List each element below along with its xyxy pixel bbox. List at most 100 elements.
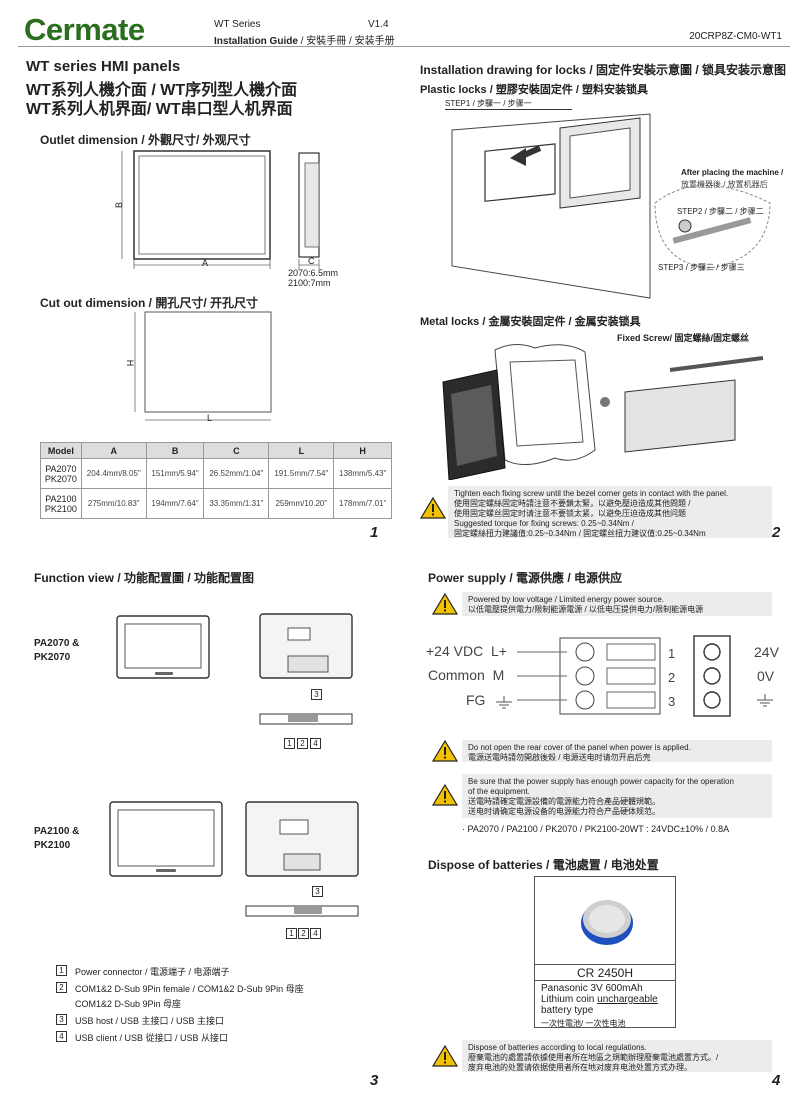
table-cell: PA2070 PK2070 <box>40 458 82 489</box>
p1-title-en: WT series HMI panels <box>26 58 181 75</box>
model-label-2070a: PA2070 & <box>34 638 80 649</box>
dim-l-label: L <box>207 413 213 423</box>
table-cell: PA2100 PK2100 <box>40 488 82 519</box>
capacity-warning: Be sure that the power supply has enough… <box>462 774 772 818</box>
brand-logo: Cermate <box>24 12 145 47</box>
legend-num: 3 <box>56 1014 67 1025</box>
battery-coin-icon <box>581 900 633 945</box>
terminal-block-drawing <box>693 635 731 717</box>
model-label-2070b: PK2070 <box>34 652 71 663</box>
header-series: WT Series <box>214 19 261 30</box>
outlet-heading: Outlet dimension / 外觀尺寸/ 外观尺寸 <box>40 133 251 147</box>
step3-label: STEP3 / 步驟三 / 步骤三 <box>658 263 745 272</box>
th-h: H <box>333 442 392 459</box>
power-warning-line: 以低電壓提供電力/限制能源電源 / 以低电压提供电力/限制能源电源 <box>468 605 704 614</box>
pin-3: 3 <box>668 694 676 709</box>
model-label-2100b: PK2100 <box>34 840 71 851</box>
header-version: V1.4 <box>368 19 389 30</box>
p1-title-tc: WT系列人機介面 / WT序列型人機介面 <box>26 82 298 99</box>
table-cell: 151mm/5.94" <box>145 458 205 489</box>
torque-warning-line: Suggested torque for fixing screws: 0.25… <box>454 519 634 528</box>
legend-text: COM1&2 D-Sub 9Pin female / COM1&2 D-Sub … <box>75 984 304 994</box>
torque-warning: Tighten each fixing screw until the beze… <box>448 486 772 538</box>
legend-text: USB client / USB 從接口 / USB 从接口 <box>75 1033 229 1043</box>
power-spec: · PA2070 / PA2100 / PK2070 / PK2100-20WT… <box>462 824 730 834</box>
warning-icon <box>420 497 446 519</box>
callout-4b: 4 <box>310 928 321 939</box>
cutout-heading: Cut out dimension / 開孔尺寸/ 开孔尺寸 <box>40 296 258 310</box>
power-connector-drawing <box>517 637 661 715</box>
callout-2b: 2 <box>298 928 309 939</box>
header-divider <box>18 46 790 47</box>
legend-text: COM1&2 D-Sub 9Pin 母座 <box>75 999 182 1009</box>
battery-disposal-warning: Dispose of batteries according to local … <box>462 1040 772 1072</box>
pa2070-front <box>116 615 210 679</box>
model-label-2100a: PA2100 & <box>34 826 80 837</box>
pa2100-rear <box>245 801 359 877</box>
battery-spec-line: Lithium coin unchargeable <box>541 994 669 1005</box>
cutout-drawing <box>134 311 272 421</box>
dim-b-label: B <box>114 201 125 209</box>
table-cell: 204.4mm/8.05" <box>80 458 147 489</box>
step1-label: STEP1 / 步驟一 / 步骤一 <box>445 98 572 110</box>
after-placing-zh: 放置機器後 / 放置机器后 <box>681 180 768 189</box>
warning-icon <box>432 1045 458 1067</box>
capacity-warning-line: of the equipment. <box>468 787 530 796</box>
capacity-warning-line: 送电时请确定电源设备的电源能力符合产品硬体规范。 <box>468 807 660 816</box>
callout-4: 4 <box>310 738 321 749</box>
page-number-4: 4 <box>772 1072 781 1089</box>
c-note-2070: 2070:6.5mm <box>288 268 339 278</box>
dim-h-label: H <box>125 359 136 367</box>
rear-cover-warning-line: 電源送電時請勿開啟後殼 / 电源送电时请勿开启后壳 <box>468 753 651 762</box>
disposal-warning-line: 废弃电池的处置请依据使用者所在地对废弃电池处置方式办理。 <box>468 1063 692 1072</box>
dim-c-label: C <box>308 256 315 266</box>
legend-item: COM1&2 D-Sub 9Pin 母座 <box>56 997 376 1010</box>
ground-icon-right <box>757 694 773 707</box>
function-heading: Function view / 功能配置圖 / 功能配置图 <box>34 571 255 585</box>
callout-2: 2 <box>297 738 308 749</box>
warning-icon <box>432 784 458 806</box>
table-cell: 26.52mm/1.04" <box>203 458 270 489</box>
th-l: L <box>268 442 335 459</box>
legend-item: 4 USB client / USB 從接口 / USB 从接口 <box>56 1031 376 1044</box>
battery-box: CR 2450H Panasonic 3V 600mAh Lithium coi… <box>534 876 676 1028</box>
warning-icon <box>432 740 458 762</box>
legend-text: Power connector / 電源端子 / 电源端子 <box>75 967 230 977</box>
plastic-lock-drawing <box>451 113 771 299</box>
table-row: PA2100 PK2100 275mm/10.83" 194mm/7.64" 3… <box>40 488 392 519</box>
legend-num: 1 <box>56 965 67 976</box>
battery-spec-line: battery type <box>541 1005 594 1016</box>
power-warning: Powered by low voltage / Limited energy … <box>462 592 772 616</box>
terminal-label-1: +24 VDC L+ <box>426 643 507 659</box>
header-doc-code: 20CRP8Z-CM0-WT1 <box>689 31 782 42</box>
legend-num: 4 <box>56 1031 67 1042</box>
torque-warning-line: 使用固定螺丝固定时请注意不要锁太紧，以避免压迫造成其他问题 <box>454 509 686 518</box>
torque-warning-line: 使用固定螺絲固定時請注意不要鎖太緊，以避免壓迫造成其他問題 / <box>454 499 691 508</box>
torque-warning-line: Tighten each fixing screw until the beze… <box>454 489 729 498</box>
header-guide-rest: / 安裝手冊 / 安装手册 <box>297 36 395 47</box>
table-cell: 178mm/7.01" <box>333 488 392 519</box>
table-cell: 194mm/7.64" <box>145 488 205 519</box>
locks-heading: Installation drawing for locks / 固定件安裝示意… <box>420 63 787 77</box>
header-guide-bold: Installation Guide <box>214 36 298 47</box>
battery-model: CR 2450H <box>535 964 675 980</box>
battery-spec-line: 一次性電池/ 一次性电池 <box>541 1019 626 1028</box>
table-cell: 275mm/10.83" <box>80 488 147 519</box>
header-guide: Installation Guide / 安裝手冊 / 安装手册 <box>214 32 395 47</box>
battery-details: Panasonic 3V 600mAh Lithium coin uncharg… <box>535 980 675 1031</box>
metal-heading: Metal locks / 金屬安裝固定件 / 金属安装锁具 <box>420 316 641 328</box>
pa2070-bottom <box>259 713 353 725</box>
power-warning-line: Powered by low voltage / Limited energy … <box>468 595 665 604</box>
callout-1b: 1 <box>286 928 297 939</box>
rear-cover-warning: Do not open the rear cover of the panel … <box>462 740 772 762</box>
voltage-0v: 0V <box>757 668 775 684</box>
battery-spec-line: Panasonic 3V 600mAh <box>541 983 643 994</box>
terminal-label-2: Common M <box>428 667 505 683</box>
table-cell: 138mm/5.43" <box>333 458 392 489</box>
pa2100-front <box>109 801 223 877</box>
pa2070-rear <box>259 613 353 679</box>
legend-item: 1 Power connector / 電源端子 / 电源端子 <box>56 965 376 978</box>
th-c: C <box>203 442 270 459</box>
